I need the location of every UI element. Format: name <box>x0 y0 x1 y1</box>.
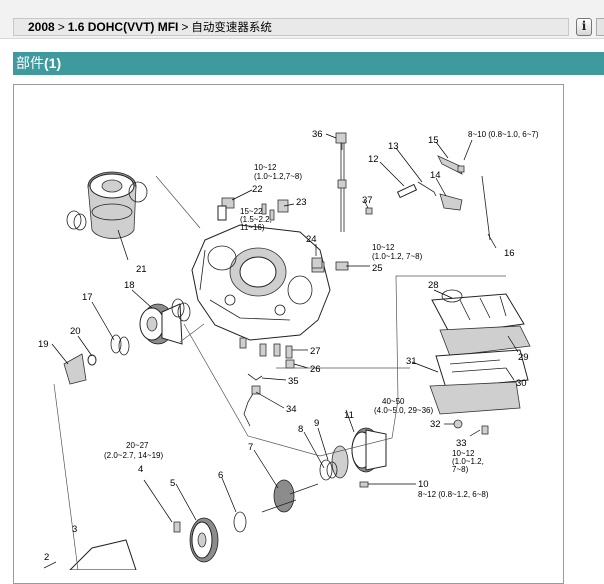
breadcrumb-separator: > <box>181 20 189 34</box>
callout-33: 33 <box>456 438 467 449</box>
shift-linkage-illustration <box>396 155 465 211</box>
torque-spec-32-line2: (4.0~5.0, 29~36) <box>374 406 433 415</box>
bearing-parts-illustration <box>63 334 130 385</box>
callout-36: 36 <box>312 129 323 140</box>
torque-spec-32-line1: 40~50 <box>382 397 405 406</box>
callout-37: 37 <box>362 195 373 206</box>
callout-3: 3 <box>72 524 77 535</box>
plug-32-illustration <box>453 419 463 429</box>
callout-22: 22 <box>252 184 263 195</box>
housing-5-illustration <box>189 517 219 563</box>
transaxle-case-illustration <box>191 224 331 341</box>
section-title-number: (1) <box>44 55 62 71</box>
callout-29: 29 <box>518 352 529 363</box>
callout-2: 2 <box>44 552 49 563</box>
callout-31: 31 <box>406 356 417 367</box>
callout-24: 24 <box>306 234 317 245</box>
assembly-outlines <box>53 175 506 570</box>
torque-spec-33-line1: 10~12 <box>452 449 475 458</box>
section-title-text: 部件 <box>16 56 44 72</box>
callout-9: 9 <box>314 418 319 429</box>
torque-spec-33-line3: 7~8) <box>452 465 469 474</box>
callout-26: 26 <box>310 364 321 375</box>
part-2-illustration <box>43 561 57 569</box>
info-button[interactable]: i <box>576 18 592 36</box>
callout-19: 19 <box>38 339 49 350</box>
torque-spec-22-line2: (1.0~1.2,7~8) <box>254 172 302 181</box>
cover-3-illustration <box>69 539 137 570</box>
small-fasteners-illustration <box>217 197 349 271</box>
callout-20: 20 <box>70 326 81 337</box>
section-title: 部件(1) <box>13 52 604 75</box>
torque-spec-25-line1: 10~12 <box>372 243 395 252</box>
ring-gear-21-illustration <box>66 171 148 239</box>
sensor-harness-illustration <box>243 373 263 427</box>
callout-32: 32 <box>430 419 441 430</box>
callout-18: 18 <box>124 280 135 291</box>
torque-spec-23-line1: 15~22 <box>240 207 263 216</box>
torque-spec-4-line2: (2.0~2.7, 14~19) <box>104 451 163 460</box>
torque-spec-33-line2: (1.0~1.2, <box>452 457 484 466</box>
callout-35: 35 <box>288 376 299 387</box>
ring-6-illustration <box>233 511 247 533</box>
breadcrumb: 2008>1.6 DOHC(VVT) MFI>自动变速器系统 <box>13 18 569 36</box>
breadcrumb-year[interactable]: 2008 <box>28 20 55 34</box>
shaft-7-illustration <box>261 479 319 513</box>
bolt-10-illustration <box>359 481 369 488</box>
torque-spec-22-line1: 10~12 <box>254 163 277 172</box>
gears-8-9-11-illustration <box>319 427 387 481</box>
callout-4: 4 <box>138 464 143 475</box>
torque-spec-25-line2: (1.0~1.2, 7~8) <box>372 252 423 261</box>
torque-spec-labels: 10~12 (1.0~1.2,7~8) 15~22 (1.5~2.2, 11~1… <box>104 130 539 499</box>
callout-8: 8 <box>298 424 303 435</box>
callout-6: 6 <box>218 470 223 481</box>
callout-labels: 36 37 12 13 14 15 16 22 23 24 25 21 17 1… <box>38 129 529 563</box>
torque-spec-4-line1: 20~27 <box>126 441 149 450</box>
dipstick-36-illustration <box>335 132 373 232</box>
callout-12: 12 <box>368 154 379 165</box>
callout-13: 13 <box>388 141 399 152</box>
callout-27: 27 <box>310 346 321 357</box>
torque-spec-23-line2: (1.5~2.2, <box>240 215 272 224</box>
breadcrumb-engine[interactable]: 1.6 DOHC(VVT) MFI <box>67 20 179 34</box>
torque-spec-15: 8~10 (0.8~1.0, 6~7) <box>468 130 539 139</box>
callout-28: 28 <box>428 280 439 291</box>
callout-21: 21 <box>136 264 147 275</box>
callout-23: 23 <box>296 197 307 208</box>
cable-16-illustration <box>481 175 491 241</box>
torque-spec-23-line3: 11~16) <box>240 223 265 232</box>
breadcrumb-separator: > <box>57 20 65 34</box>
bolt-4-illustration <box>173 521 181 533</box>
callout-30: 30 <box>516 378 527 389</box>
callout-11: 11 <box>344 410 354 421</box>
callout-25: 25 <box>372 263 383 274</box>
callout-5: 5 <box>170 478 175 489</box>
next-button[interactable] <box>596 18 604 36</box>
leader-lines <box>51 133 519 523</box>
differential-18-illustration <box>139 298 191 345</box>
callout-10: 10 <box>418 479 429 490</box>
exploded-parts-diagram: 36 37 12 13 14 15 16 22 23 24 25 21 17 1… <box>38 129 539 570</box>
callout-7: 7 <box>248 442 253 453</box>
header-bar: 2008>1.6 DOHC(VVT) MFI>自动变速器系统 i <box>0 0 604 39</box>
bolt-33-illustration <box>481 425 489 435</box>
valve-body-illustration <box>429 289 531 415</box>
callout-16: 16 <box>504 248 515 259</box>
callout-15: 15 <box>428 135 439 146</box>
callout-17: 17 <box>82 292 93 303</box>
callout-14: 14 <box>430 170 441 181</box>
breadcrumb-current: 自动变速器系统 <box>191 20 272 34</box>
bolts-26-27-illustration <box>239 337 295 369</box>
torque-spec-10: 8~12 (0.8~1.2, 6~8) <box>418 490 489 499</box>
callout-34: 34 <box>286 404 297 415</box>
